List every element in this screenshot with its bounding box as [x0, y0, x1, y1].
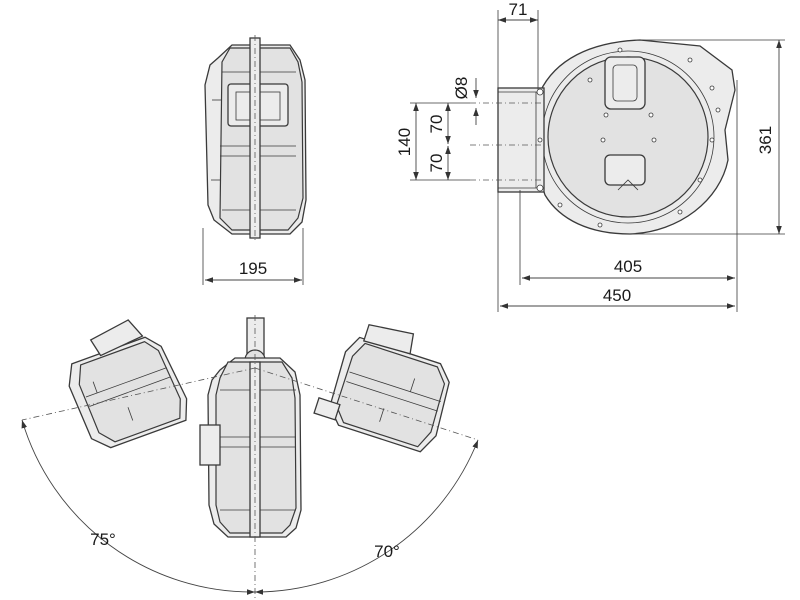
dim-405-label: 405	[614, 257, 642, 276]
dim-450-label: 450	[603, 286, 631, 305]
angle-left-arc	[21, 419, 256, 595]
dim-140-label: 140	[395, 128, 414, 156]
dim-70-lower-label: 70	[427, 154, 446, 173]
dim-195-label: 195	[239, 259, 267, 278]
swivel-view-left	[68, 319, 188, 449]
dim-361-label: 361	[756, 126, 775, 154]
angle-right-arc	[254, 439, 479, 595]
dim-diameter-label: Ø8	[452, 77, 471, 100]
front-view	[202, 35, 307, 285]
swivel-view-center	[199, 315, 302, 598]
dim-71-label: 71	[509, 0, 528, 19]
angle-right-label: 70°	[374, 542, 400, 561]
swivel-view-right	[313, 323, 450, 453]
side-view	[470, 39, 736, 235]
dim-70-upper-label: 70	[427, 115, 446, 134]
angle-left-label: 75°	[90, 530, 116, 549]
